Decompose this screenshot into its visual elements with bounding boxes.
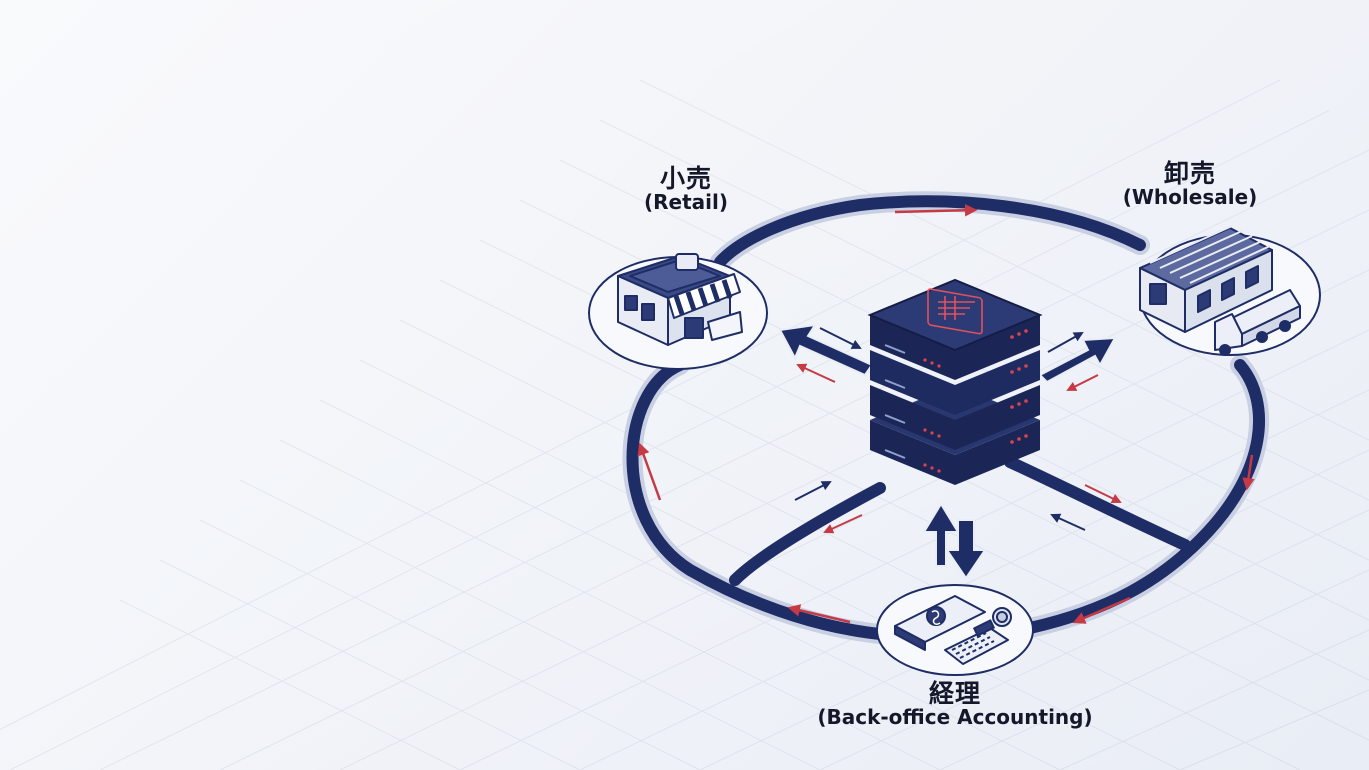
spokes [729,456,1191,586]
server-stack-icon [867,278,1043,485]
wholesale-label: 卸売 (Wholesale) [1100,160,1280,209]
retail-label: 小売 (Retail) [606,165,766,214]
wholesale-label-en: (Wholesale) [1122,185,1258,209]
wholesale-label-jp: 卸売 [1163,159,1216,188]
retail-node [588,253,768,370]
retail-label-en: (Retail) [643,190,728,214]
storefront-icon [617,253,743,346]
accounting-label-jp: 経理 [928,679,981,708]
accounting-label: 経理 (Back-office Accounting) [810,680,1100,729]
wholesale-node [1139,225,1321,356]
accounting-label-en: (Back-office Accounting) [817,705,1093,729]
warehouse-truck-icon [1139,225,1301,356]
big-flow-arrows [778,323,1117,580]
retail-label-jp: 小売 [659,164,712,193]
ring-flow-arrows [637,204,1255,624]
accounting-node [876,584,1034,676]
ledger-calculator-icon [894,595,1012,665]
hub-flow-arrows [794,327,1122,534]
loop-ring-core [626,195,1266,641]
